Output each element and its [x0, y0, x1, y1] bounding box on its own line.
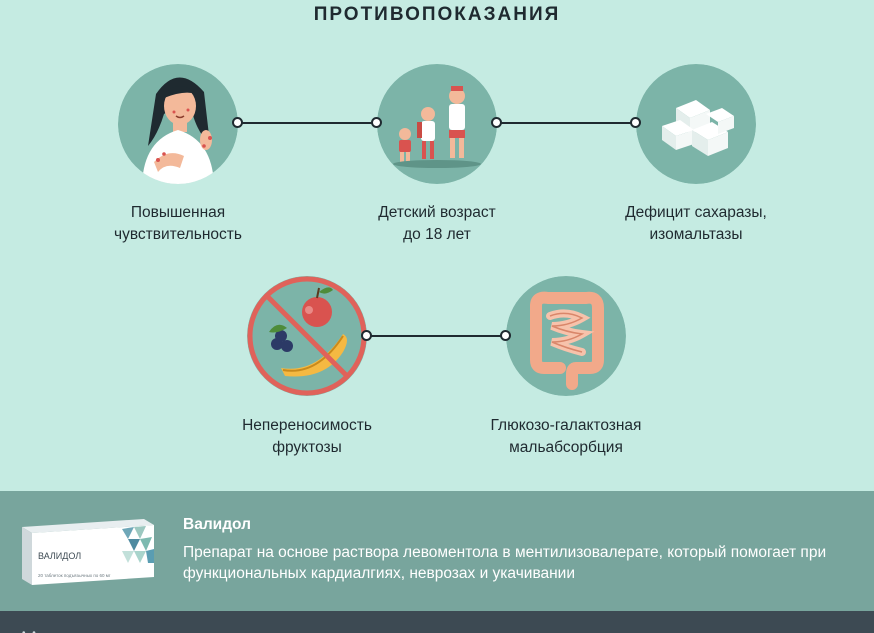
- contraindication-label: Дефицит сахаразы, изомальтазы: [581, 202, 811, 246]
- sugar-cubes-icon: [636, 64, 756, 184]
- no-fruit-icon: [247, 276, 367, 396]
- connector-line: [367, 335, 506, 337]
- contraindication-label: Непереносимость фруктозы: [192, 415, 422, 459]
- footer-bar: • •: [0, 611, 874, 633]
- children-icon: [377, 64, 497, 184]
- product-name[interactable]: Валидол: [183, 516, 251, 533]
- product-package-image: ВАЛИДОЛ 20 таблеток подъязычных по 60 мг: [22, 519, 154, 585]
- label-line: Повышенная: [130, 204, 226, 221]
- product-banner: ВАЛИДОЛ 20 таблеток подъязычных по 60 мг…: [0, 491, 874, 611]
- label-line: фруктозы: [272, 439, 342, 456]
- contraindication-label: Глюкозо-галактозная мальабсорбция: [451, 415, 681, 459]
- contraindication-label: Повышенная чувствительность: [63, 202, 293, 246]
- label-line: до 18 лет: [403, 226, 471, 243]
- connector-dot: [491, 117, 502, 128]
- label-line: изомальтазы: [649, 226, 743, 243]
- intestine-icon: [506, 276, 626, 396]
- package-label: ВАЛИДОЛ: [38, 551, 81, 561]
- label-line: мальабсорбция: [509, 439, 623, 456]
- allergy-woman-icon: [118, 64, 238, 184]
- label-line: Детский возраст: [378, 204, 496, 221]
- connector-dot: [500, 330, 511, 341]
- connector-dot: [630, 117, 641, 128]
- connector-line: [497, 122, 636, 124]
- page-title: ПРОТИВОПОКАЗАНИЯ: [313, 4, 561, 25]
- label-line: чувствительность: [114, 226, 242, 243]
- connector-dot: [232, 117, 243, 128]
- product-description: Препарат на основе раствора левоментола …: [183, 544, 827, 582]
- package-small-text: 20 таблеток подъязычных по 60 мг: [38, 573, 111, 578]
- label-line: Дефицит сахаразы,: [625, 204, 767, 221]
- connector-line: [238, 122, 377, 124]
- contraindication-label: Детский возраст до 18 лет: [322, 202, 552, 246]
- label-line: Непереносимость: [242, 417, 372, 434]
- connector-dot: [371, 117, 382, 128]
- footer-dots: • •: [22, 628, 38, 633]
- label-line: Глюкозо-галактозная: [490, 417, 642, 434]
- connector-dot: [361, 330, 372, 341]
